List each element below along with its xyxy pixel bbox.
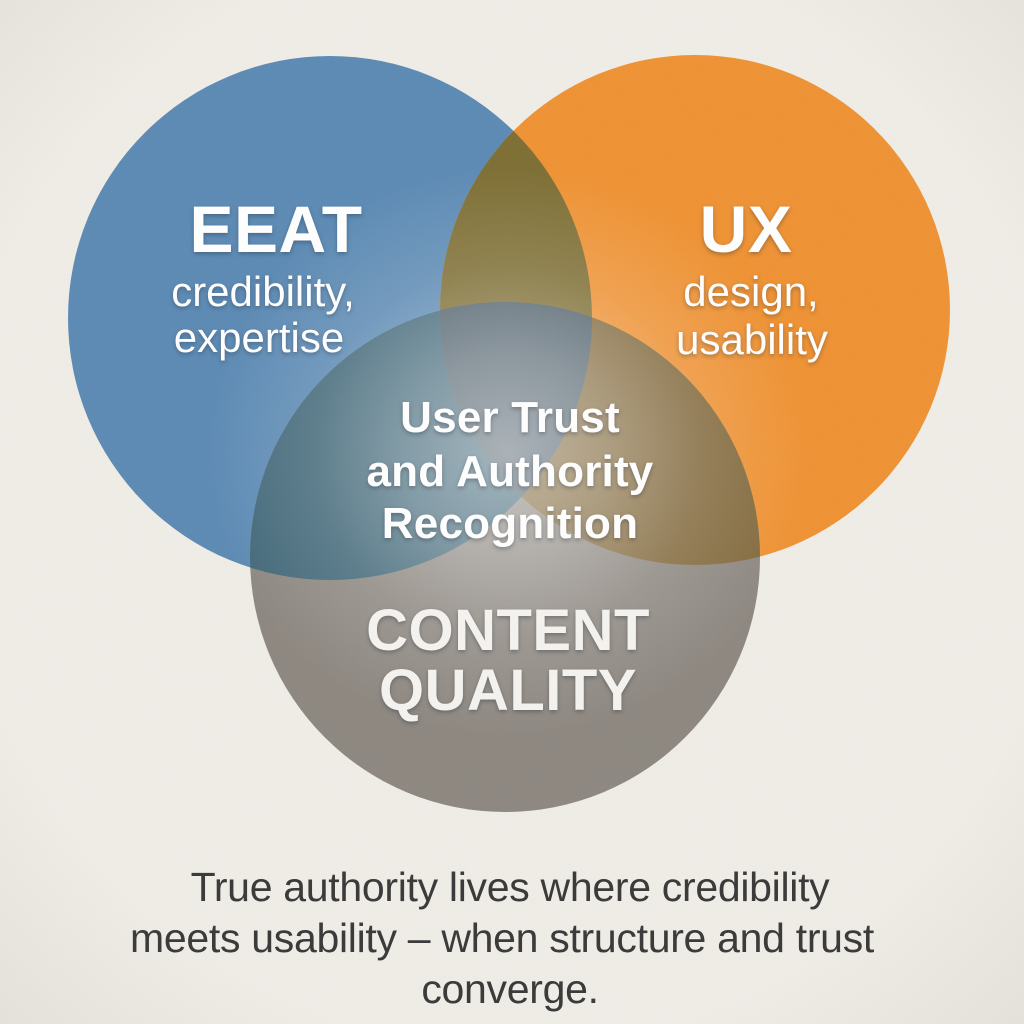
venn-infographic: EEAT credibility, expertise UX design, u…: [0, 0, 1024, 1024]
venn-canvas: EEAT credibility, expertise UX design, u…: [0, 0, 1024, 1024]
grain-overlay: [0, 0, 1024, 1024]
